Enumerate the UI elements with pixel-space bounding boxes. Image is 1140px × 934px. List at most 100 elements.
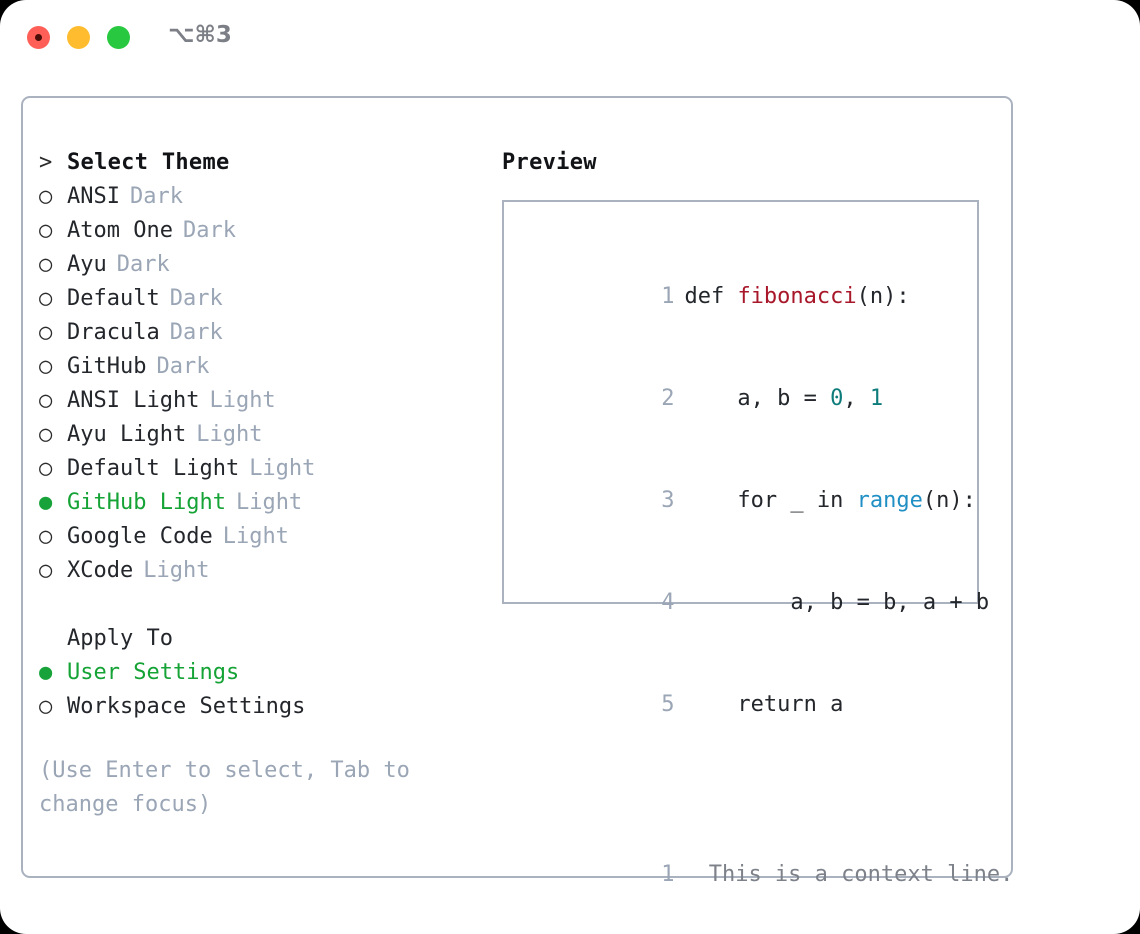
apply-to-option-user-settings[interactable]: ● User Settings [39,656,479,690]
code-token: for _ in [684,488,857,513]
theme-option-github[interactable]: ○ GitHub Dark [39,350,479,384]
theme-option-default-light[interactable]: ○ Default Light Light [39,452,479,486]
radio-unselected-icon[interactable]: ○ [39,354,53,379]
code-token: , [843,386,870,411]
line-number: 3 [661,488,675,513]
theme-option-label: Default Light [67,456,240,481]
radio-unselected-icon[interactable]: ○ [39,456,53,481]
radio-unselected-icon[interactable]: ○ [39,558,53,583]
radio-unselected-icon[interactable]: ○ [39,694,53,719]
line-number: 1 [661,862,675,887]
code-token: a, b = [684,386,831,411]
theme-option-label: Dracula [67,320,160,345]
theme-option-tag: Light [235,490,303,515]
theme-option-xcode[interactable]: ○ XCode Light [39,554,479,588]
radio-unselected-icon[interactable]: ○ [39,422,53,447]
apply-to-title: Apply To [67,626,173,651]
radio-selected-icon[interactable]: ● [39,660,53,685]
theme-option-tag: Dark [116,252,170,277]
traffic-light-buttons [27,26,130,49]
code-token: (n): [922,488,976,513]
caret-icon: > [39,150,53,175]
diff-text: This is a context line. [708,862,1014,887]
diff-line-deleted: 2-This line was deleted. [520,926,977,934]
section-spacer [39,588,479,622]
radio-unselected-icon[interactable]: ○ [39,388,53,413]
theme-picker-title: Select Theme [67,150,230,175]
theme-option-label: GitHub [67,354,147,379]
apply-to-option-label: User Settings [67,660,240,685]
keyboard-hint-text: (Use Enter to select, Tab to change focu… [39,758,410,817]
theme-option-label: ANSI Light [67,388,200,413]
code-line: 3 for _ in range(n): [520,450,977,552]
apply-to-option-label: Workspace Settings [67,694,306,719]
theme-option-ayu[interactable]: ○ Ayu Dark [39,248,479,282]
theme-option-ayu-light[interactable]: ○ Ayu Light Light [39,418,479,452]
code-line: 4 a, b = b, a + b [520,552,989,654]
code-token: return a [684,692,844,717]
zoom-button[interactable] [107,26,130,49]
theme-option-tag: Dark [169,320,223,345]
theme-option-tag: Dark [169,286,223,311]
theme-option-tag: Light [249,456,316,481]
keyboard-shortcut-label: ⌥⌘3 [168,22,232,48]
theme-option-tag: Light [196,422,263,447]
main-panel: > Select Theme ○ ANSI Dark ○ Atom One Da… [21,96,1013,887]
title-bar: ⌥⌘3 [0,0,1140,78]
code-token: def [684,284,738,309]
theme-option-github-light[interactable]: ● GitHub Light Light [39,486,479,520]
code-line: 1 def fibonacci(n): [520,246,977,348]
code-token-number: 0 [830,386,844,411]
radio-unselected-icon[interactable]: ○ [39,252,53,277]
theme-option-label: Ayu Light [67,422,187,447]
line-number: 4 [661,590,675,615]
radio-unselected-icon[interactable]: ○ [39,184,53,209]
code-token: a, b = b, a + b [684,590,990,615]
code-spacer [520,756,977,790]
theme-picker-column: > Select Theme ○ ANSI Dark ○ Atom One Da… [39,146,479,822]
line-number: 5 [661,692,675,717]
theme-option-label: Default [67,286,160,311]
radio-unselected-icon[interactable]: ○ [39,286,53,311]
theme-option-ansi[interactable]: ○ ANSI Dark [39,180,479,214]
theme-option-atom-one[interactable]: ○ Atom One Dark [39,214,479,248]
code-token-number: 1 [869,386,884,411]
radio-unselected-icon[interactable]: ○ [39,524,53,549]
theme-option-tag: Dark [156,354,210,379]
code-token: (n): [856,284,910,309]
theme-option-dracula[interactable]: ○ Dracula Dark [39,316,479,350]
diff-line-context: 1 This is a context line. [520,824,1013,926]
diff-sign [684,862,697,887]
theme-option-label: Ayu [67,252,107,277]
radio-unselected-icon[interactable]: ○ [39,218,53,243]
theme-picker-header: > Select Theme [39,146,479,180]
theme-option-label: Atom One [67,218,173,243]
line-number: 1 [661,284,675,309]
code-line: 2 a, b = 0, 1 [520,348,977,450]
theme-option-default[interactable]: ○ Default Dark [39,282,479,316]
close-button[interactable] [27,26,50,49]
theme-option-tag: Light [143,558,210,583]
theme-option-label: XCode [67,558,134,583]
radio-selected-icon[interactable]: ● [39,490,53,515]
theme-option-tag: Dark [182,218,236,243]
theme-option-tag: Dark [129,184,183,209]
code-spacer [520,790,977,824]
apply-to-option-workspace-settings[interactable]: ○ Workspace Settings [39,690,479,724]
preview-title: Preview [502,150,597,175]
theme-option-label: Google Code [67,524,213,549]
radio-unselected-icon[interactable]: ○ [39,320,53,345]
code-line: 5 return a [520,654,977,756]
theme-option-ansi-light[interactable]: ○ ANSI Light Light [39,384,479,418]
minimize-button[interactable] [67,26,90,49]
line-number: 2 [661,386,675,411]
theme-option-tag: Light [222,524,289,549]
theme-option-tag: Light [209,388,276,413]
theme-option-label: ANSI [67,184,120,209]
theme-option-google-code[interactable]: ○ Google Code Light [39,520,479,554]
theme-option-label: GitHub Light [67,490,226,515]
code-token-function: fibonacci [737,284,857,309]
